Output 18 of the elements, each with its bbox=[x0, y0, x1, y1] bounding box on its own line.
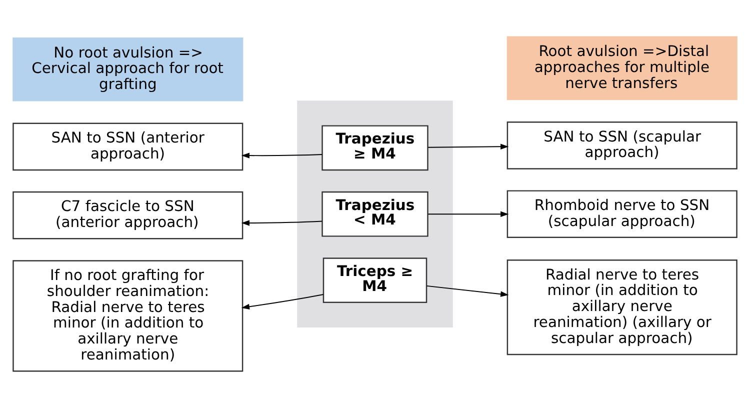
node-box: Triceps ≥ M4 bbox=[322, 257, 428, 303]
node-box: Radial nerve to teres minor (in addition to axillary nerve reanimation) (axillary or scapular approach) bbox=[506, 259, 738, 355]
node-box: SAN to SSN (anterior approach) bbox=[12, 122, 244, 170]
arrow bbox=[426, 284, 509, 296]
node-box: Rhomboid nerve to SSN (scapular approach) bbox=[506, 190, 738, 238]
arrow bbox=[241, 294, 324, 309]
arrow bbox=[241, 220, 322, 226]
node-box: If no root grafting for shoulder reanimation: Radial nerve to teres minor (in addition to axillary nerve reanimation) bbox=[12, 260, 244, 372]
node-box: SAN to SSN (scapular approach) bbox=[506, 121, 738, 169]
cluster bbox=[297, 100, 453, 328]
node-box: C7 fascicle to SSN (anterior approach) bbox=[12, 190, 244, 239]
node-box: Root avulsion =>Distal approaches for multiple nerve transfers bbox=[506, 36, 738, 100]
node-box: Trapezius < M4 bbox=[322, 190, 428, 236]
node-box: No root avulsion => Cervical approach for root grafting bbox=[12, 37, 244, 101]
arrow bbox=[428, 143, 509, 149]
arrow bbox=[241, 152, 322, 158]
arrow bbox=[428, 210, 509, 216]
node-box: Trapezius ≥ M4 bbox=[322, 124, 428, 170]
